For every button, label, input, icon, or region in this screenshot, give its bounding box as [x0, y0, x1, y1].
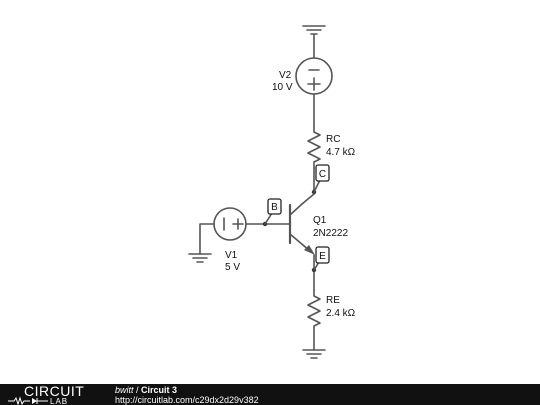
- footer-bar: CIRCUIT LAB bwitt / Circuit 3 http://cir…: [0, 384, 540, 405]
- emitter-tag-label: E: [319, 251, 326, 262]
- resistor-re[interactable]: [307, 289, 321, 351]
- collector-tag-box[interactable]: [315, 164, 330, 182]
- circuit-url-link[interactable]: http://circuitlab.com/c29dx2d29v382: [115, 395, 259, 405]
- base-tag-label: B: [271, 202, 278, 213]
- rc-name-label: RC: [326, 134, 340, 145]
- ground-symbol-left: [188, 253, 212, 263]
- circuit-schematic: V2 10 V RC 4.7 kΩ C Q1 2N2222 B V1 5 V: [188, 25, 356, 359]
- wire-v1-ground: [199, 223, 215, 255]
- q1-name-label: Q1: [313, 215, 327, 226]
- base-tag-leader: [264, 212, 273, 225]
- author-link[interactable]: bwitt: [115, 385, 134, 395]
- collector-tag-label: C: [319, 169, 326, 180]
- v2-value-label: 10 V: [272, 82, 293, 93]
- voltage-source-v2[interactable]: [295, 57, 333, 95]
- v1-value-label: 5 V: [225, 262, 240, 273]
- v1-name-label: V1: [225, 250, 238, 261]
- transistor-q1[interactable]: [288, 203, 315, 255]
- voltage-source-v1[interactable]: [213, 207, 247, 241]
- logo-word-lab: LAB: [50, 397, 68, 405]
- v2-name-label: V2: [279, 70, 292, 81]
- emitter-tag-box[interactable]: [315, 246, 330, 264]
- wire-rc-collector: [301, 167, 315, 205]
- collector-tag-leader: [313, 179, 321, 193]
- logo-diode-icon: [32, 398, 37, 404]
- byline-separator: /: [133, 385, 142, 395]
- ground-symbol-bottom: [302, 349, 326, 359]
- q1-value-label: 2N2222: [313, 228, 348, 239]
- circuit-title: Circuit 3: [141, 385, 178, 395]
- re-name-label: RE: [326, 295, 340, 306]
- ground-symbol-top: [302, 25, 326, 59]
- logo-waveform-icon: [8, 396, 30, 405]
- rc-value-label: 4.7 kΩ: [326, 147, 356, 158]
- circuitlab-logo[interactable]: CIRCUIT LAB: [6, 384, 98, 405]
- logo-word-circuit: CIRCUIT: [24, 384, 84, 399]
- re-value-label: 2.4 kΩ: [326, 308, 356, 319]
- circuit-byline: bwitt / Circuit 3: [115, 385, 177, 395]
- base-tag-box[interactable]: [267, 198, 282, 215]
- resistor-rc[interactable]: [307, 125, 321, 169]
